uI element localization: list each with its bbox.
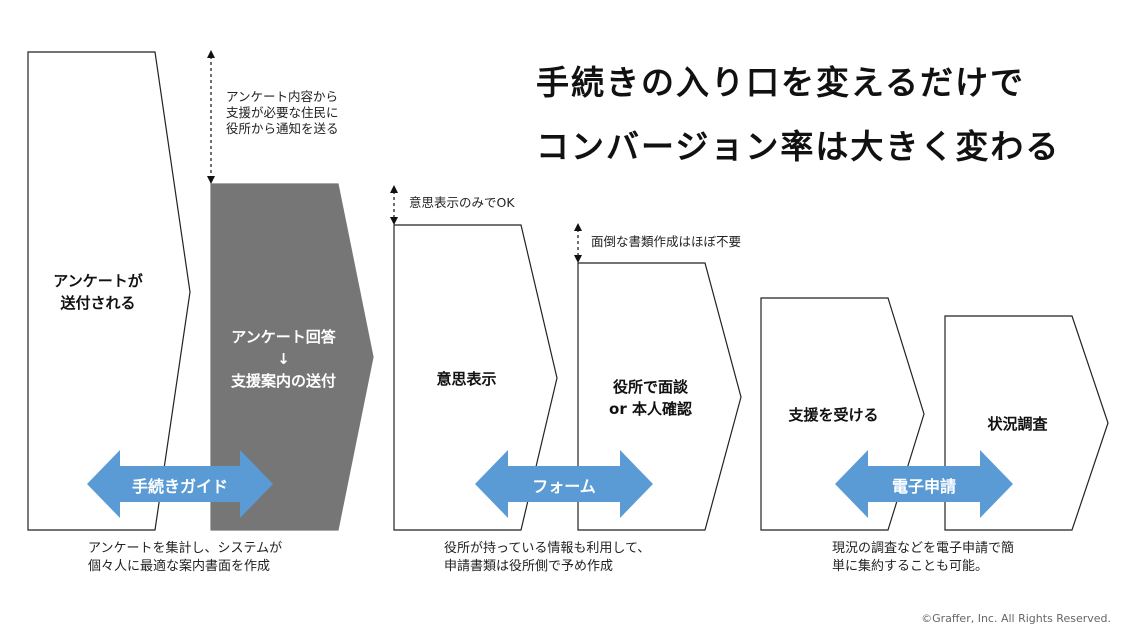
copyright: ©Graffer, Inc. All Rights Reserved. bbox=[921, 612, 1111, 625]
annotation-notify: アンケート内容から 支援が必要な住民に 役所から通知を送る bbox=[226, 89, 339, 136]
bottom-note-e-application: 現況の調査などを電子申請で簡 単に集約することも可能。 bbox=[832, 541, 1015, 574]
double-arrow-e-application bbox=[835, 450, 1013, 518]
step-label-survey-sent: アンケートが 送付される bbox=[53, 272, 143, 312]
double-arrow-guide bbox=[87, 450, 273, 518]
double-arrow-form bbox=[475, 450, 653, 518]
annotation-intent-only: 意思表示のみでOK bbox=[409, 195, 515, 210]
step-label-receive-support: 支援を受ける bbox=[788, 406, 879, 424]
bottom-note-form: 役所が持っている情報も利用して、 申請書類は役所側で予め作成 bbox=[444, 541, 651, 574]
step-label-survey-answer: アンケート回答 ↓ 支援案内の送付 bbox=[230, 328, 336, 390]
annotation-no-paperwork: 面倒な書類作成はほぼ不要 bbox=[591, 234, 742, 249]
dashed-arrow-1 bbox=[207, 50, 215, 184]
dashed-arrow-3 bbox=[574, 223, 582, 263]
arrow-label-e-application: 電子申請 bbox=[891, 477, 956, 496]
title-line-2: コンバージョン率は大きく変わる bbox=[536, 127, 1061, 166]
step-shape-survey-sent bbox=[27, 51, 191, 531]
step-label-interview: 役所で面談 or 本人確認 bbox=[609, 378, 692, 418]
bottom-note-guide: アンケートを集計し、システムが 個々人に最適な案内書面を作成 bbox=[88, 541, 283, 574]
dashed-arrow-2 bbox=[390, 185, 398, 225]
step-label-intent: 意思表示 bbox=[436, 370, 497, 388]
step-label-status-survey: 状況調査 bbox=[987, 415, 1048, 433]
arrow-label-form: フォーム bbox=[532, 477, 596, 496]
step-shape-intent bbox=[393, 224, 558, 531]
arrow-label-guide: 手続きガイド bbox=[131, 477, 228, 496]
title-line-1: 手続きの入り口を変えるだけで bbox=[536, 63, 1026, 102]
